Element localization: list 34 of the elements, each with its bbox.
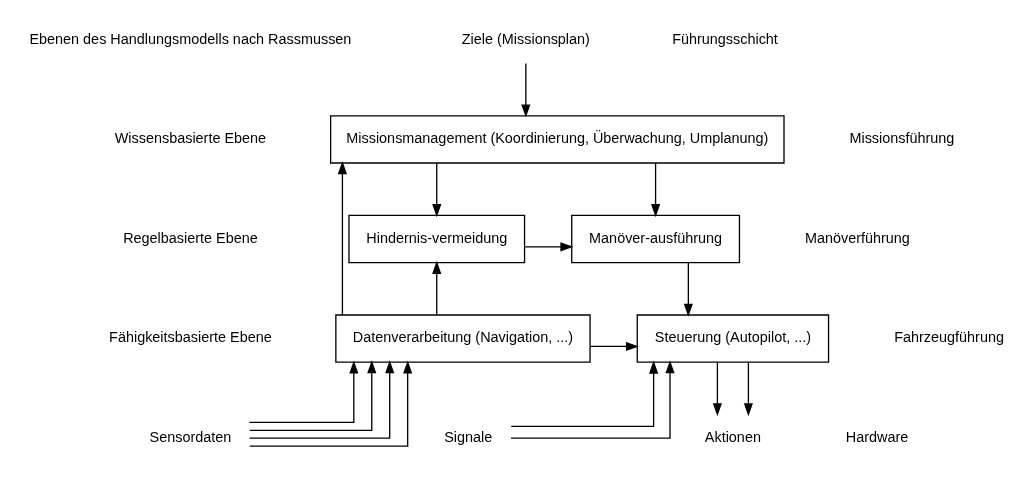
node-text: Aktionen — [704, 428, 761, 445]
arrow — [248, 360, 359, 424]
node-box: Manöver-ausführung — [571, 214, 741, 264]
node-text: Sensordaten — [149, 428, 232, 445]
label: Fähigkeitsbasierte Ebene — [109, 329, 272, 346]
label: Wissensbasierte Ebene — [114, 130, 267, 147]
arrow — [524, 242, 574, 252]
arrow — [712, 361, 722, 417]
label: Ebenen des Handlungsmodells nach Rassmussen — [29, 30, 352, 47]
node-box: Steuerung (Autopilot, ...) — [636, 314, 830, 363]
arrow — [510, 360, 675, 439]
node-box: Hindernis-vermeidung — [348, 214, 526, 264]
arrow — [651, 162, 661, 218]
node-text: Ziele (Missionsplan) — [461, 30, 590, 47]
arrow — [683, 261, 693, 317]
arrow — [249, 360, 413, 447]
arrow — [743, 361, 753, 417]
arrow — [337, 161, 347, 316]
arrow — [589, 341, 640, 352]
node-box: Missionsmanagement (Koordinierung, Überwachung, Umplanung) — [329, 115, 785, 164]
arrow — [249, 360, 377, 431]
label: Regelbasierte Ebene — [123, 229, 258, 246]
label: Missionsführung — [849, 130, 955, 147]
label: Hardware — [845, 428, 909, 445]
arrow — [432, 260, 442, 316]
arrow — [432, 162, 442, 218]
arrow — [510, 360, 659, 428]
arrow — [521, 62, 531, 118]
label: Führungsschicht — [672, 30, 778, 47]
arrow — [249, 360, 395, 439]
node-box: Datenverarbeitung (Navigation, ...) — [335, 314, 591, 363]
label: Fahrzeugführung — [894, 329, 1004, 346]
node-text: Signale — [444, 428, 493, 445]
label: Manöverführung — [804, 229, 910, 246]
